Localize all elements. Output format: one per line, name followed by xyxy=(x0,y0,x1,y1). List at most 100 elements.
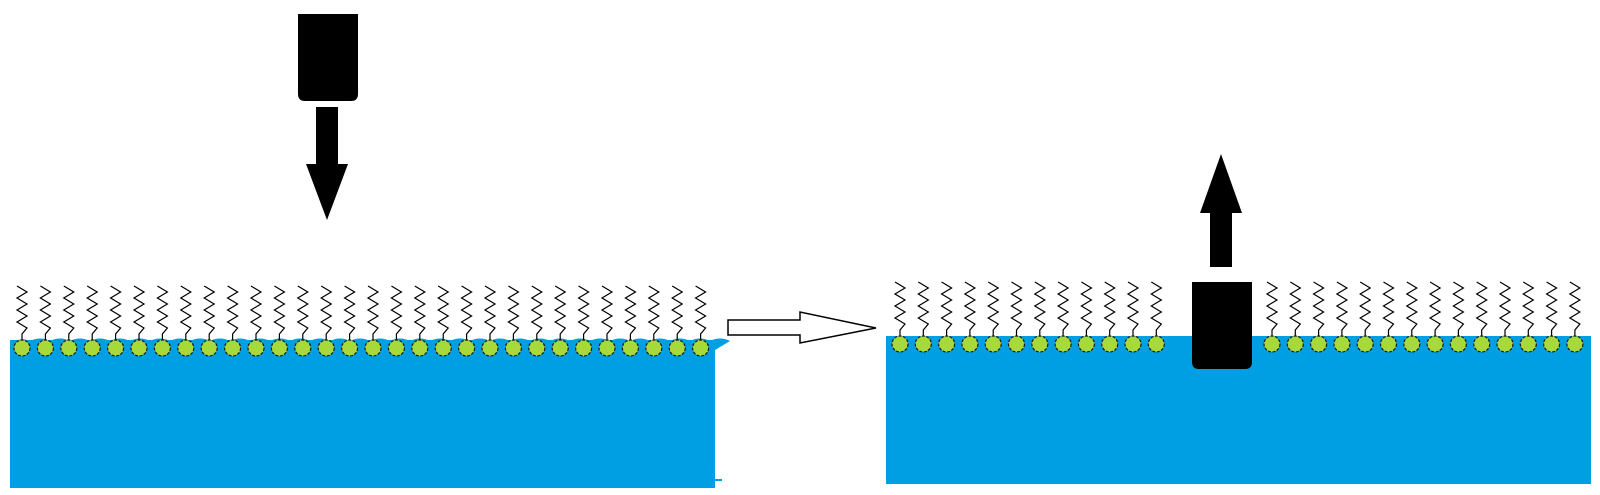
amphiphile-molecule xyxy=(13,285,31,357)
hydrophilic-head xyxy=(13,339,31,357)
amphiphile-molecule xyxy=(645,285,663,357)
amphiphile-molecule xyxy=(1496,281,1514,353)
hydrophobic-tail xyxy=(413,285,426,340)
amphiphile-molecule xyxy=(504,285,523,357)
hydrophilic-head xyxy=(621,339,640,357)
hydrophobic-tail xyxy=(1568,281,1582,336)
amphiphile-molecule xyxy=(177,285,195,357)
water-subphase-left xyxy=(10,340,715,488)
hydrophilic-head xyxy=(1031,335,1049,353)
hydrophilic-head xyxy=(574,339,593,357)
hydrophobic-tail xyxy=(624,285,637,340)
hydrophilic-head xyxy=(1426,335,1444,353)
amphiphile-molecule xyxy=(961,281,979,353)
amphiphile-molecule xyxy=(1077,281,1096,353)
amphiphile-molecule xyxy=(914,281,932,353)
hydrophilic-head xyxy=(341,339,359,357)
hydrophilic-head xyxy=(294,339,312,357)
amphiphile-molecule xyxy=(1403,281,1421,353)
amphiphile-molecule xyxy=(1286,281,1304,353)
amphiphile-molecule xyxy=(1309,281,1328,353)
hydrophobic-tail xyxy=(390,285,403,340)
hydrophobic-tail xyxy=(249,285,263,340)
hydrophilic-head xyxy=(1286,335,1304,353)
hydrophilic-head xyxy=(200,339,218,357)
hydrophobic-tail xyxy=(86,285,99,340)
amphiphile-molecule xyxy=(106,285,125,357)
amphiphile-molecule xyxy=(1426,281,1444,353)
hydrophobic-tail xyxy=(1522,281,1535,336)
hydrophobic-tail xyxy=(343,285,356,340)
hydrophilic-head xyxy=(130,339,148,357)
amphiphile-molecule xyxy=(341,285,359,357)
hydrophobic-tail xyxy=(554,285,567,340)
arrow-right-outline-icon xyxy=(727,311,877,344)
hydrophobic-tail xyxy=(460,285,473,340)
hydrophilic-head xyxy=(984,335,1002,353)
hydrophilic-head xyxy=(1007,335,1026,353)
hydrophilic-head xyxy=(411,339,429,357)
hydrophilic-head xyxy=(1403,335,1421,353)
hydrophilic-head xyxy=(891,335,909,353)
hydrophobic-tail xyxy=(39,285,52,340)
hydrophobic-tail xyxy=(132,285,146,340)
amphiphile-molecule xyxy=(36,285,55,357)
amphiphile-molecule xyxy=(364,285,382,357)
hydrophobic-tail xyxy=(600,285,614,340)
hydrophilic-head xyxy=(434,339,452,357)
hydrophilic-head xyxy=(1542,335,1561,353)
amphiphile-molecule xyxy=(1007,281,1026,353)
hydrophobic-tail xyxy=(647,285,660,340)
hydrophilic-head xyxy=(364,339,382,357)
hydrophilic-head xyxy=(668,339,686,357)
hydrophilic-head xyxy=(387,339,405,357)
hydrophilic-head xyxy=(36,339,55,357)
amphiphile-molecule xyxy=(83,285,101,357)
hydrophilic-head xyxy=(177,339,195,357)
amphiphile-molecule xyxy=(1356,281,1374,353)
hydrophobic-tail xyxy=(226,285,239,340)
panel-after xyxy=(886,154,1591,484)
amphiphile-molecule xyxy=(1147,281,1165,353)
hydrophilic-head xyxy=(1101,335,1119,353)
amphiphile-molecule xyxy=(984,281,1002,353)
hydrophilic-head xyxy=(961,335,979,353)
hydrophobic-tail xyxy=(1033,281,1046,336)
hydrophobic-tail xyxy=(1359,281,1372,336)
hydrophobic-tail xyxy=(940,281,953,336)
monolayer-right xyxy=(891,281,1584,353)
hydrophobic-tail xyxy=(15,285,29,340)
hydrophilic-head xyxy=(1519,335,1537,353)
hydrophilic-head xyxy=(1496,335,1514,353)
hydrophilic-head xyxy=(551,339,569,357)
hydrophilic-head xyxy=(1379,335,1398,353)
hydrophobic-tail xyxy=(1150,281,1163,336)
hydrophilic-head xyxy=(504,339,523,357)
hydrophilic-head xyxy=(1263,335,1281,353)
hydrophilic-head xyxy=(1054,335,1072,353)
amphiphile-molecule xyxy=(1379,281,1398,353)
probe-lowering xyxy=(298,14,358,220)
hydrophobic-tail xyxy=(1452,281,1465,336)
hydrophilic-head xyxy=(1077,335,1096,353)
hydrophobic-tail xyxy=(671,285,684,340)
hydrophobic-tail xyxy=(1010,281,1023,336)
amphiphile-molecule xyxy=(1449,281,1468,353)
hydrophobic-tail xyxy=(437,285,450,340)
hydrophilic-head xyxy=(1356,335,1374,353)
hydrophilic-head xyxy=(106,339,125,357)
amphiphile-molecule xyxy=(481,285,499,357)
hydrophobic-tail xyxy=(1335,281,1349,336)
hydrophobic-tail xyxy=(1428,281,1442,336)
hydrophilic-head xyxy=(691,339,710,357)
hydrophobic-tail xyxy=(366,285,380,340)
amphiphile-molecule xyxy=(1473,281,1491,353)
hydrophilic-head xyxy=(1473,335,1491,353)
hydrophobic-tail xyxy=(963,281,977,336)
amphiphile-molecule xyxy=(1542,281,1561,353)
hydrophilic-head xyxy=(598,339,616,357)
amphiphile-molecule xyxy=(200,285,218,357)
hydrophobic-tail xyxy=(273,285,286,340)
monolayer-left xyxy=(13,285,710,357)
